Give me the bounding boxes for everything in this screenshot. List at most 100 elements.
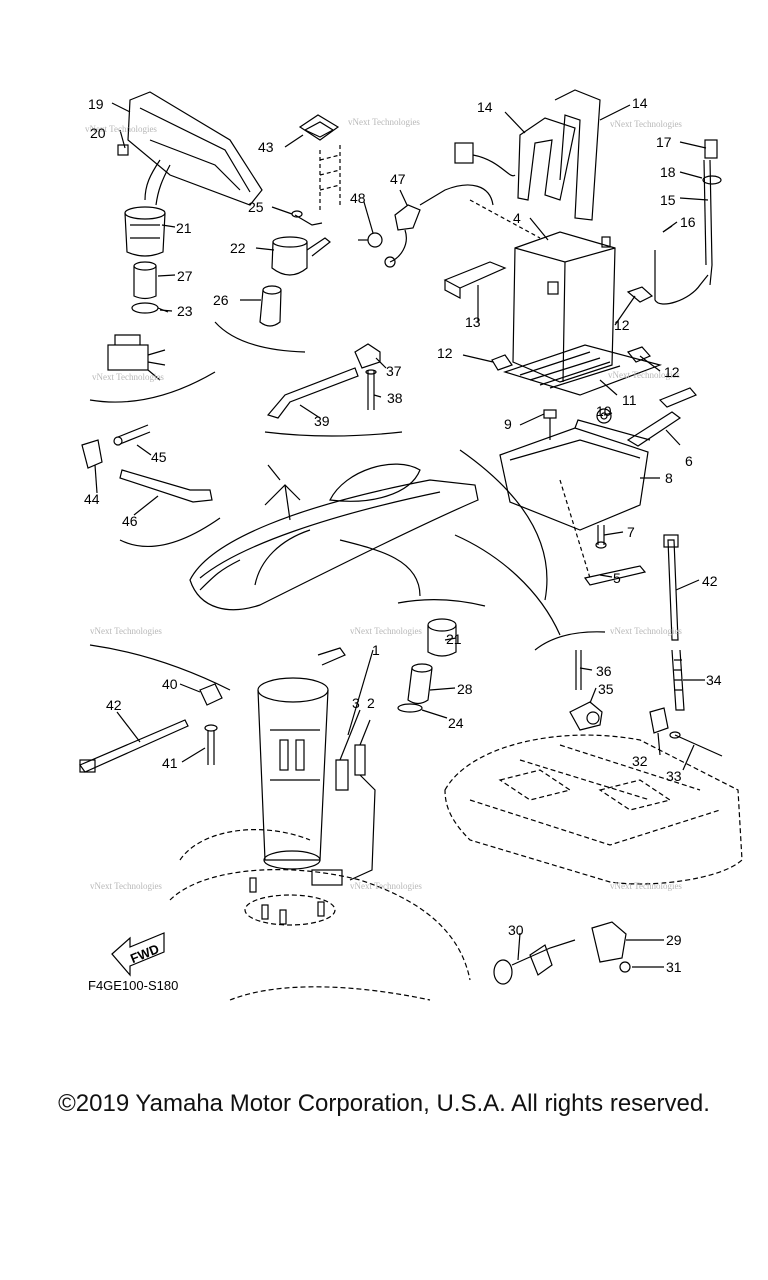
callout-22: 22: [230, 240, 246, 256]
callout-8: 8: [665, 470, 673, 486]
pipe-25: [291, 210, 323, 226]
callout-2: 2: [367, 695, 375, 711]
fwd-arrow-icon: FWD: [111, 932, 165, 977]
callout-39: 39: [314, 413, 330, 429]
tie-46: [119, 469, 213, 503]
rivet-33: [669, 731, 723, 757]
callout-38: 38: [387, 390, 403, 406]
rivet-45: [113, 424, 151, 446]
copyright-notice: ©2019 Yamaha Motor Corporation, U.S.A. A…: [58, 1090, 710, 1117]
pin-36: [575, 650, 582, 690]
callout-11: 11: [622, 392, 637, 408]
callout-43: 43: [258, 139, 274, 155]
svg-text:vNext Technologies: vNext Technologies: [610, 626, 682, 636]
screw-31: [619, 961, 631, 973]
harness-2-3: [335, 744, 376, 881]
callout-16: 16: [680, 214, 696, 230]
callout-12c: 12: [664, 364, 680, 380]
bracket-29: [591, 921, 627, 963]
straps-14: [517, 89, 601, 221]
clip-40: [199, 683, 223, 706]
callout-25: 25: [248, 199, 264, 215]
callout-21b: 21: [446, 631, 462, 647]
plug-cable: [454, 142, 541, 239]
callout-28: 28: [457, 681, 473, 697]
callout-35: 35: [598, 681, 614, 697]
hose-28: [407, 663, 433, 705]
callout-14b: 14: [632, 95, 648, 111]
holder-35: [569, 701, 603, 731]
callout-12a: 12: [614, 317, 630, 333]
bracket-43: [298, 114, 340, 141]
svg-text:vNext Technologies: vNext Technologies: [85, 124, 157, 134]
deck-bolts: [249, 877, 325, 925]
callout-7: 7: [627, 524, 635, 540]
svg-text:vNext Technologies: vNext Technologies: [608, 370, 680, 380]
callout-40: 40: [162, 676, 178, 692]
callout-42b: 42: [702, 573, 718, 589]
callout-14a: 14: [477, 99, 493, 115]
callout-24: 24: [448, 715, 464, 731]
callout-33: 33: [666, 768, 682, 784]
battery-box-8: [499, 419, 651, 531]
callout-21a: 21: [176, 220, 192, 236]
joint-22: [271, 236, 331, 276]
callout-23: 23: [177, 303, 193, 319]
sleeve-27: [133, 261, 157, 300]
battery-4: [512, 231, 616, 383]
callout-44: 44: [84, 491, 100, 507]
watercraft-hull: [189, 463, 479, 611]
rivet-38: [365, 369, 377, 410]
callout-41: 41: [162, 755, 178, 771]
nut-10: [596, 408, 612, 424]
callout-46: 46: [122, 513, 138, 529]
storage-tray: [444, 734, 743, 885]
bellows-tube: [319, 145, 341, 210]
callout-31: 31: [666, 959, 682, 975]
callout-13: 13: [465, 314, 481, 330]
callout-42a: 42: [106, 697, 122, 713]
meter-assembly: [117, 91, 263, 206]
callout-5: 5: [613, 570, 621, 586]
fwd-label: FWD: [128, 941, 161, 966]
tie-34: [671, 649, 685, 711]
hose-26: [259, 285, 282, 327]
hose-15-16-17-18: [654, 139, 722, 305]
pad-13: [443, 261, 507, 299]
callout-4: 4: [513, 210, 521, 226]
plate-5: [559, 479, 647, 586]
callout-18: 18: [660, 164, 676, 180]
callout-30: 30: [508, 922, 524, 938]
svg-text:vNext Technologies: vNext Technologies: [610, 119, 682, 129]
callout-48: 48: [350, 190, 366, 206]
cap-30: [493, 939, 576, 985]
callout-36: 36: [596, 663, 612, 679]
rivet-41: [204, 724, 218, 765]
diagram-code: F4GE100-S180: [88, 978, 178, 993]
callout-32: 32: [632, 753, 648, 769]
tie-42-left: [79, 719, 189, 773]
clip-37: [354, 343, 381, 369]
fuel-pump-1: [257, 647, 346, 886]
callout-6: 6: [685, 453, 693, 469]
holder-6: [626, 387, 697, 447]
clip-44: [81, 439, 103, 469]
callout-37: 37: [386, 363, 402, 379]
callout-19: 19: [88, 96, 104, 112]
pin-7: [595, 525, 607, 549]
cap-21-b: [427, 618, 457, 657]
cable-47: [384, 184, 494, 268]
pads-12: [491, 286, 654, 371]
svg-text:vNext Technologies: vNext Technologies: [350, 881, 422, 891]
parts-diagram: FWD vNext Technologies vNext Technologie…: [79, 89, 743, 1001]
callout-10: 10: [596, 403, 612, 419]
callout-labels: 1 2 3 4 5 6 7 8 9 10 11 12 12 12 13 14 1…: [84, 95, 722, 975]
deck-outline: [169, 829, 471, 1001]
callout-3: 3: [352, 695, 360, 711]
callout-17: 17: [656, 134, 672, 150]
connector-block: [107, 334, 166, 381]
callout-34: 34: [706, 672, 722, 688]
tie-42-right: [663, 534, 679, 641]
callout-47: 47: [390, 171, 406, 187]
clamp-23: [131, 302, 169, 314]
